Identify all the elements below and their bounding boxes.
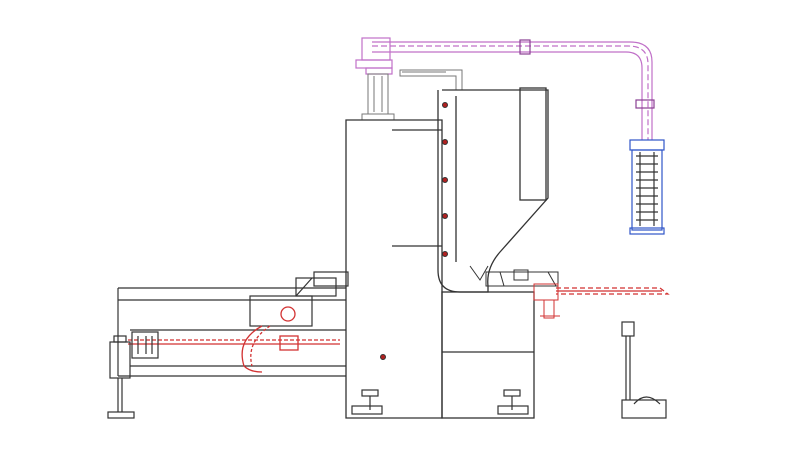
duct-bracket bbox=[399, 69, 463, 91]
leg-block bbox=[131, 331, 159, 359]
front-support bbox=[533, 283, 560, 319]
foot-left-pad bbox=[361, 389, 379, 397]
foot-right-pad bbox=[503, 389, 521, 397]
lower-body bbox=[441, 291, 535, 419]
machine-feet bbox=[351, 389, 529, 415]
cooling-duct bbox=[355, 37, 655, 140]
workpiece-sheet bbox=[556, 287, 670, 295]
duct-upper-inner bbox=[372, 45, 649, 140]
column-ribs bbox=[373, 76, 383, 112]
leg-foot bbox=[107, 411, 135, 419]
gauge-slant bbox=[295, 277, 313, 297]
pedal-post bbox=[625, 336, 631, 400]
cooler-frame bbox=[631, 149, 663, 231]
frame-bolts bbox=[380, 102, 448, 360]
cooler-bottom-cap bbox=[629, 227, 665, 235]
upper-beam bbox=[519, 87, 547, 201]
gauge-head bbox=[295, 277, 337, 297]
duct-collar bbox=[365, 67, 393, 75]
back-gauge bbox=[117, 271, 349, 377]
hydraulic-loop bbox=[241, 325, 263, 373]
oil-cooler bbox=[629, 139, 665, 235]
foot-right-base bbox=[497, 405, 529, 415]
foot-pedal-stand bbox=[621, 321, 667, 419]
duct-elbow-left bbox=[361, 37, 391, 61]
sheet-outline bbox=[556, 287, 670, 295]
duct-column bbox=[361, 73, 395, 121]
machine-frame bbox=[345, 87, 549, 419]
upper-die bbox=[469, 265, 489, 281]
bolt bbox=[442, 139, 448, 145]
die-wedge bbox=[499, 271, 557, 287]
bolt bbox=[442, 177, 448, 183]
front-plate bbox=[437, 89, 549, 293]
bolt bbox=[442, 251, 448, 257]
gauge-support-leg bbox=[107, 331, 159, 419]
duct-lower-line bbox=[372, 51, 643, 140]
pedal-dome bbox=[633, 396, 661, 405]
foot-left-base bbox=[351, 405, 383, 415]
pedal-sensor bbox=[621, 321, 635, 337]
leg-block-detail bbox=[137, 336, 153, 354]
gauge-wheel bbox=[280, 306, 296, 322]
duct-upper-line bbox=[372, 41, 653, 140]
pedal-base bbox=[621, 399, 667, 419]
leg-housing bbox=[109, 341, 131, 379]
cooler-fins bbox=[636, 152, 658, 226]
support-clamp bbox=[543, 299, 555, 319]
bolt bbox=[442, 102, 448, 108]
gauge-motor bbox=[279, 335, 299, 351]
bolt bbox=[442, 213, 448, 219]
leg-post bbox=[117, 378, 123, 412]
duct-joint-2 bbox=[635, 99, 655, 109]
die-tooling bbox=[469, 265, 559, 287]
leg-cap bbox=[113, 335, 127, 343]
gauge-finger bbox=[313, 271, 349, 287]
die-block bbox=[513, 269, 529, 281]
side-plate bbox=[345, 119, 443, 419]
duct-joint-1 bbox=[519, 39, 531, 55]
gauge-carriage bbox=[249, 295, 313, 327]
column-body bbox=[367, 73, 389, 115]
cooler-top-cap bbox=[629, 139, 665, 151]
duct-flange-left bbox=[355, 59, 393, 69]
column-base bbox=[361, 113, 395, 121]
bolt bbox=[380, 354, 386, 360]
gauge-hydraulics bbox=[128, 306, 340, 373]
